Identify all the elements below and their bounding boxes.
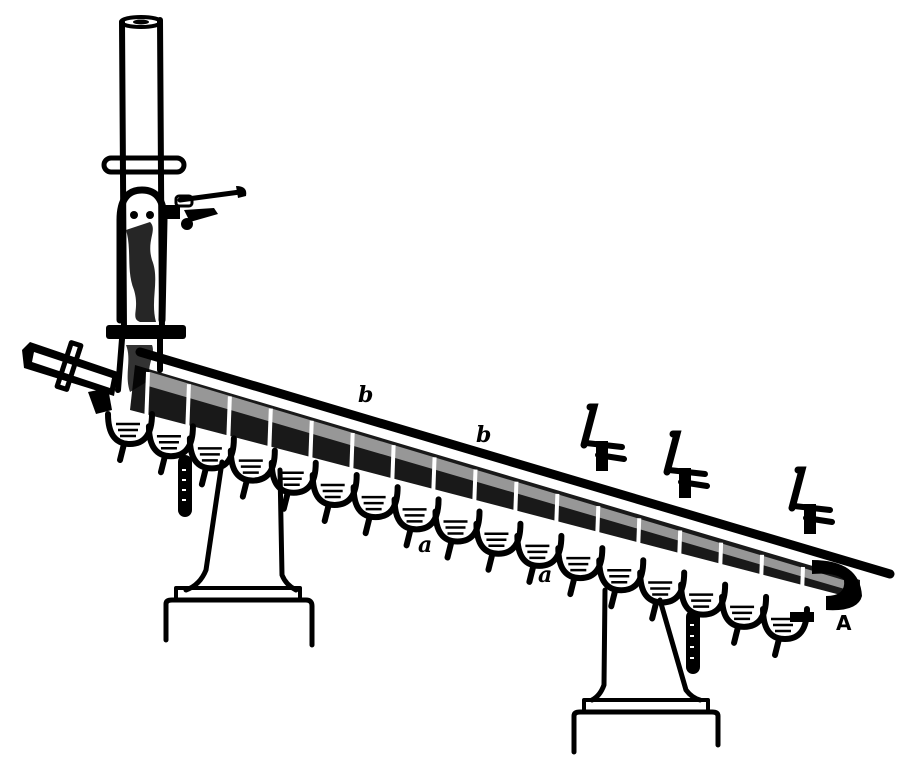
vertical-column (101, 15, 187, 393)
support-right (571, 587, 721, 755)
label-b-upper-right: b (476, 422, 491, 448)
outlet (790, 560, 862, 622)
label-a-lower-right: a (538, 562, 552, 588)
stopcock (788, 466, 835, 534)
column-collar (101, 155, 187, 175)
stopcock (580, 403, 627, 471)
support-left (163, 459, 315, 648)
label-a-lower-left: a (418, 532, 432, 558)
label-b-upper-left: b (358, 382, 373, 408)
inlet-pipe (22, 340, 118, 414)
label-outlet-A: A (836, 611, 852, 635)
thermometer-right (686, 610, 700, 674)
thermometer-left (178, 455, 192, 517)
bulb-row (105, 371, 810, 658)
side-stopcock (162, 186, 247, 230)
top-stopcocks (580, 403, 835, 534)
stopcock (663, 430, 710, 498)
bulb-chamber (760, 606, 810, 642)
